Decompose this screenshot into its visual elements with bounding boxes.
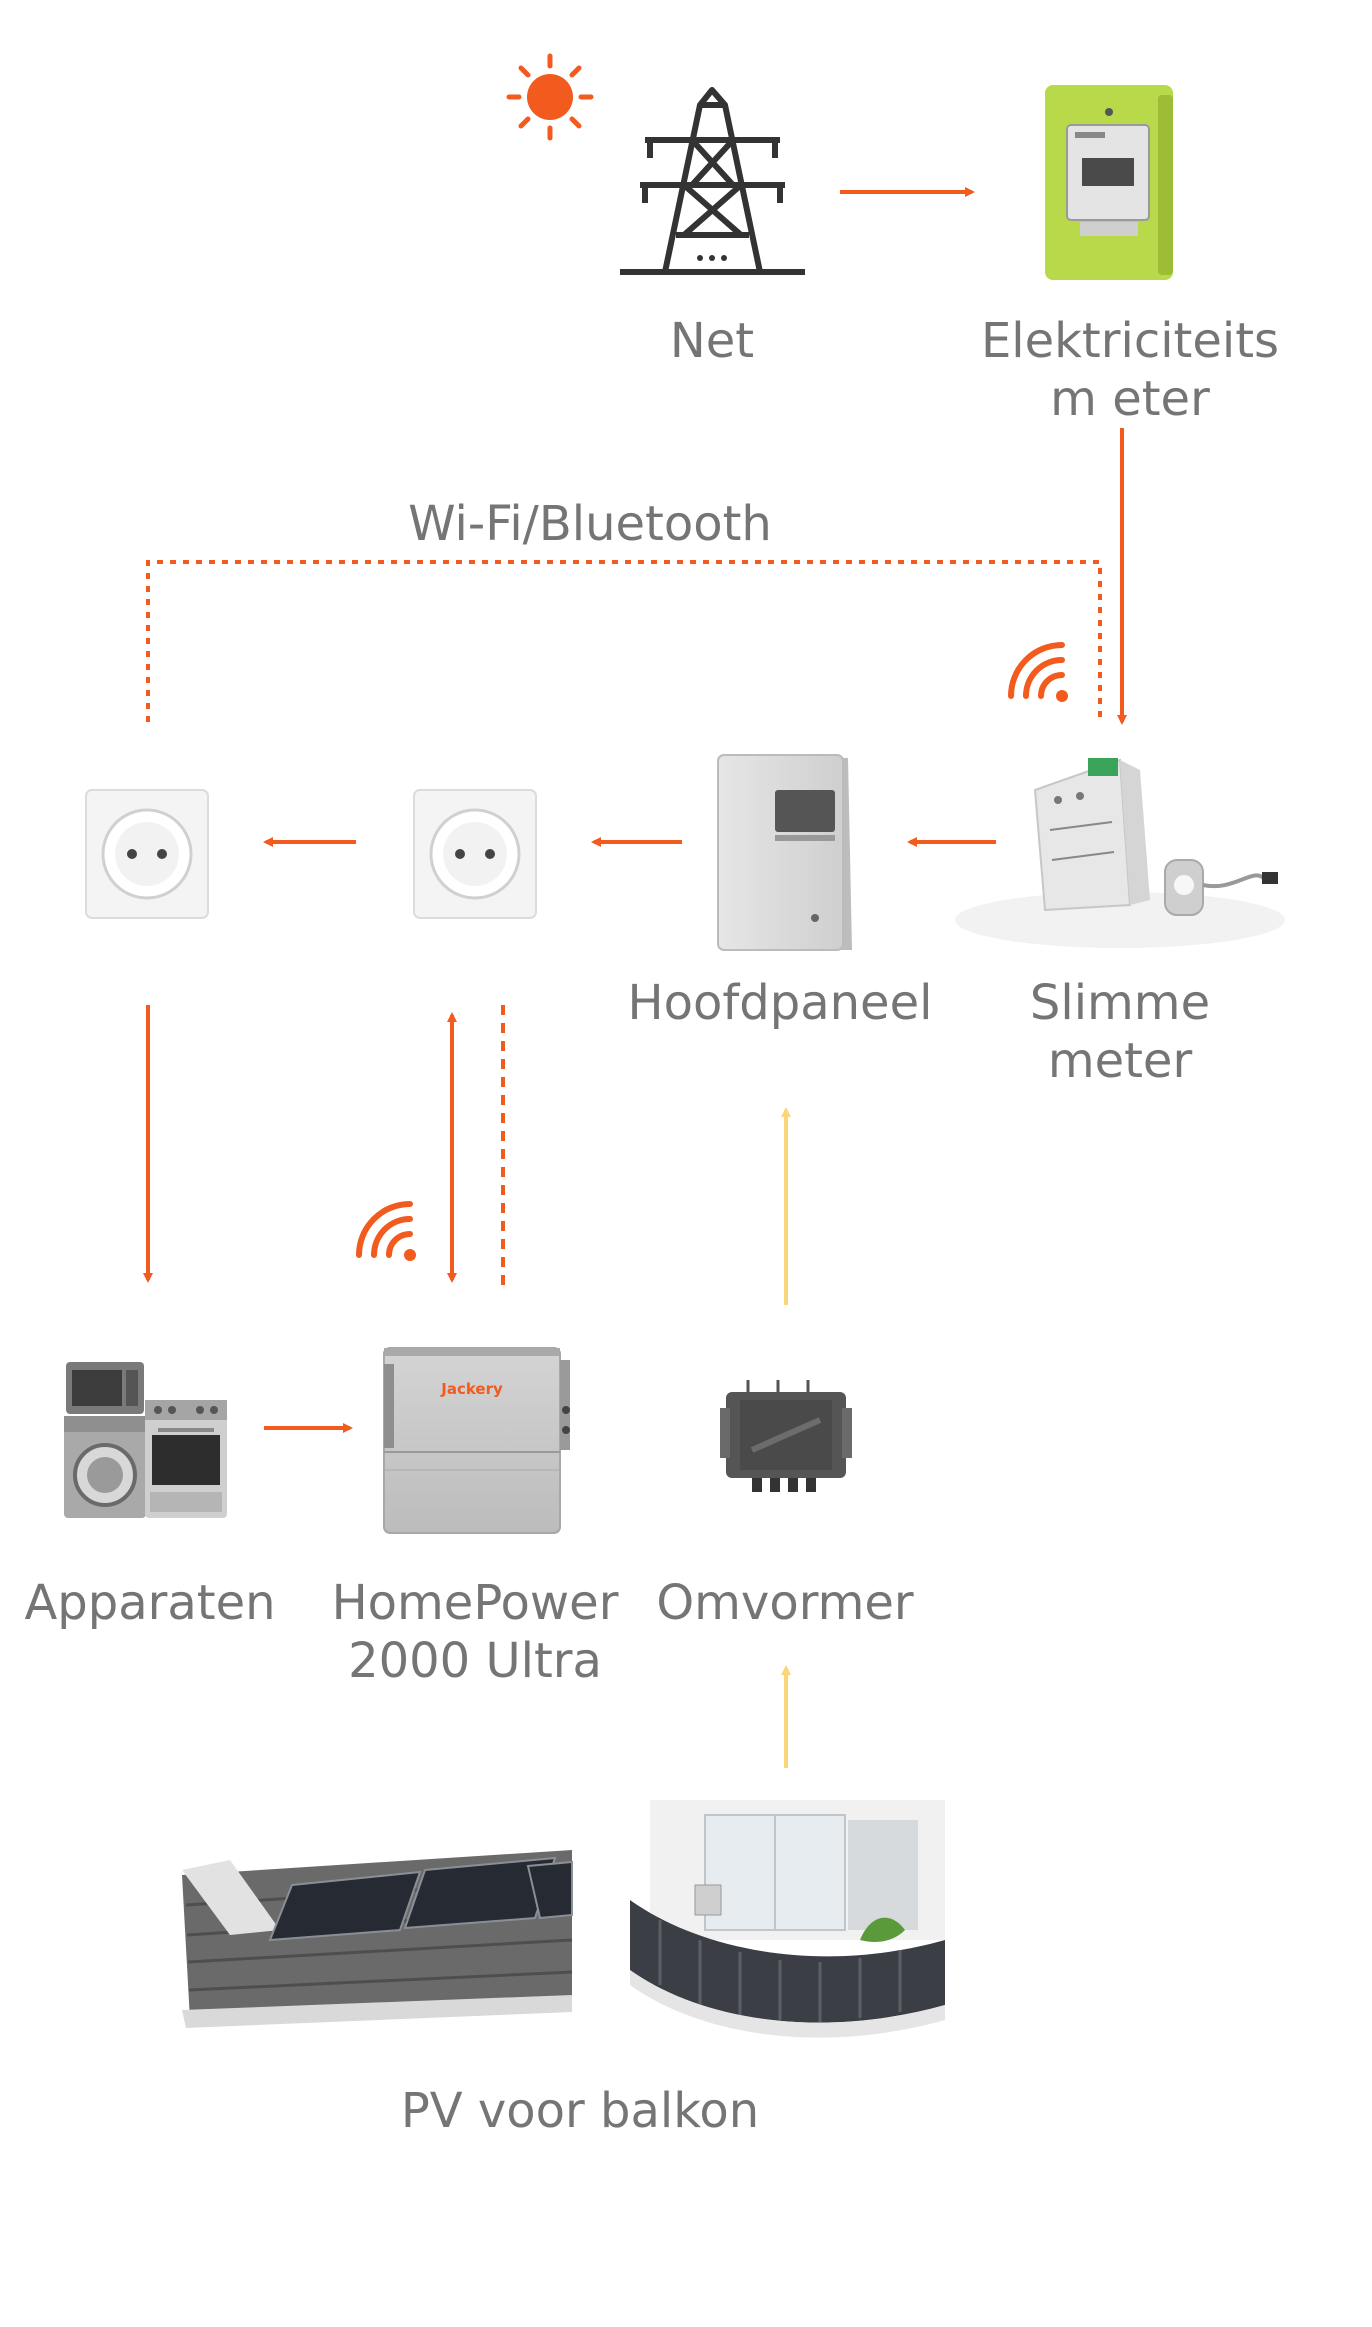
pv-label: PV voor balkon bbox=[400, 2083, 760, 2139]
homepower-brand-logo: Jackery bbox=[440, 1380, 503, 1398]
wall-socket-icon bbox=[413, 789, 537, 919]
wireless-link-label: Wi-Fi/Bluetooth bbox=[408, 496, 772, 552]
smart-meter-icon bbox=[955, 758, 1285, 948]
electricity-meter-label: Elektriciteitsm eter bbox=[980, 313, 1280, 427]
transmission-tower-icon bbox=[620, 87, 805, 275]
main-panel-label: Hoofdpaneel bbox=[627, 975, 933, 1031]
appliances-label: Apparaten bbox=[24, 1575, 276, 1631]
wifi-signal-icon bbox=[356, 1201, 416, 1261]
wall-socket-icon bbox=[85, 789, 209, 919]
homepower-label: HomePower 2000 Ultra bbox=[331, 1575, 619, 1689]
grid-label: Net bbox=[669, 313, 755, 369]
solar-panels-icon bbox=[182, 1800, 945, 2038]
inverter-label: Omvormer bbox=[656, 1575, 914, 1631]
electricity-meter-icon bbox=[1045, 85, 1173, 280]
wireless-link-line bbox=[146, 560, 1102, 722]
smart-meter-label: Slimme meter bbox=[1029, 975, 1211, 1089]
home-battery-icon: Jackery bbox=[383, 1347, 570, 1534]
micro-inverter-icon bbox=[720, 1380, 852, 1492]
appliances-icon bbox=[64, 1362, 227, 1518]
distribution-panel-icon bbox=[717, 754, 852, 951]
sun-icon bbox=[506, 53, 594, 141]
wifi-signal-icon bbox=[1008, 642, 1068, 702]
